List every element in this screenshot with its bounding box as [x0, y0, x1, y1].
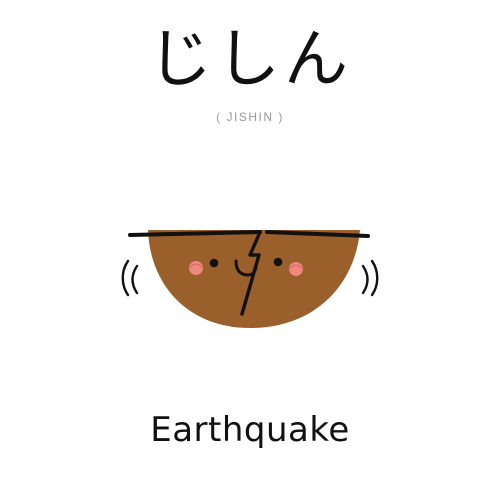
crack-line — [240, 230, 262, 316]
japanese-word: じしん — [148, 23, 352, 97]
left-blush — [189, 261, 203, 275]
earthquake-illustration — [121, 230, 379, 328]
ground-surface-line — [128, 230, 262, 237]
shake-mark-right-1 — [370, 259, 379, 297]
romaji-reading: ( JISHIN ) — [216, 110, 284, 124]
right-blush — [289, 262, 303, 276]
ground-bowl — [148, 230, 360, 328]
shake-mark-left-2 — [131, 264, 139, 295]
english-meaning: Earthquake — [150, 410, 350, 450]
left-eye — [209, 258, 219, 268]
shake-mark-left-1 — [121, 259, 130, 297]
right-eye — [273, 257, 283, 267]
ground-surface-line-right — [265, 230, 370, 238]
shake-mark-right-2 — [361, 264, 369, 295]
smile — [234, 259, 258, 277]
